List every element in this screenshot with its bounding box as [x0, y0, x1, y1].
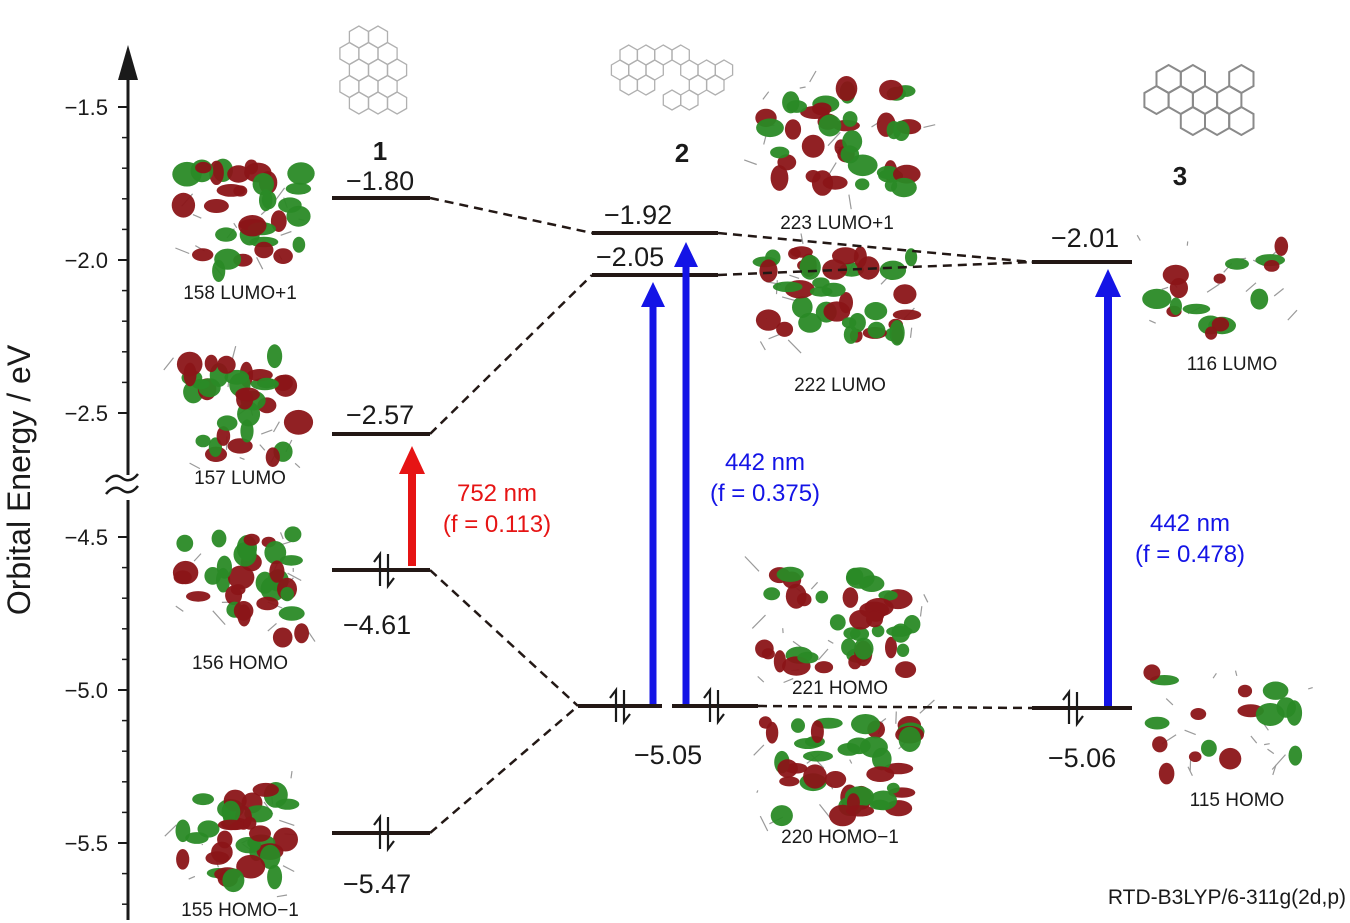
transition-arrow-2b: [674, 242, 698, 704]
orbital-lobes-image: [1143, 664, 1313, 785]
electron-pair-icon: [373, 550, 395, 590]
orbital-label: 157 LUMO: [194, 468, 286, 489]
tick-label: −1.5: [65, 95, 108, 120]
y-axis: −1.5 −2.0 −2.5 −4.5 −5.0 −5.5 Orbital En…: [1, 45, 139, 920]
orbital-label: 156 HOMO: [192, 653, 288, 674]
electron-pair-icon: [703, 686, 725, 726]
orbital-label: 155 HOMO−1: [181, 900, 299, 921]
level-value: −4.61: [343, 610, 411, 640]
orbital-lobes-image: [753, 699, 935, 832]
tick-label: −5.0: [65, 678, 108, 703]
orbital-label: 223 LUMO+1: [780, 213, 894, 234]
y-axis-title: Orbital Energy / eV: [1, 344, 37, 615]
transition-arrow-2a: [641, 282, 665, 704]
level-value: −2.57: [346, 400, 414, 430]
transition-1-oscillator: (f = 0.113): [443, 511, 551, 538]
tick-label: −2.5: [65, 401, 108, 426]
transition-arrow-3: [1095, 269, 1121, 706]
electron-pair-icon: [1062, 688, 1084, 728]
orbital-label: 158 LUMO+1: [183, 283, 297, 304]
electron-pair-icon: [609, 686, 631, 726]
orbital-label: 220 HOMO−1: [781, 827, 899, 848]
axis-break-mark: [105, 473, 139, 495]
compound-1-label: 1: [373, 136, 387, 166]
orbital-lobes-image: [744, 556, 929, 684]
transition-3-oscillator: (f = 0.478): [1135, 541, 1245, 568]
tick-label: −2.0: [65, 248, 108, 273]
orbital-lobes-image: [752, 233, 922, 354]
compound-2-structure-image: [610, 44, 734, 111]
energy-levels: [332, 196, 1132, 835]
correlation-lines: [429, 196, 1033, 834]
transition-2-oscillator: (f = 0.375): [710, 480, 820, 507]
orbital-label: 116 LUMO: [1187, 354, 1277, 375]
orbital-lobes-image: [743, 70, 936, 210]
electron-pair-icon: [373, 813, 395, 853]
transition-3-wavelength: 442 nm: [1150, 510, 1230, 537]
orbital-lobes-image: [164, 771, 300, 898]
level-value: −5.05: [634, 740, 702, 770]
level-value: −2.05: [596, 242, 664, 272]
electron-pair-icons: [373, 550, 1084, 853]
orbital-label: 222 LUMO: [794, 375, 886, 396]
level-value: −1.80: [346, 166, 414, 196]
level-value: −2.01: [1051, 223, 1119, 253]
orbital-label: 115 HOMO: [1190, 790, 1285, 811]
level-value: −5.47: [343, 869, 411, 899]
compound-1-structure-image: [339, 25, 408, 115]
level-value: −5.06: [1048, 743, 1116, 773]
y-axis-arrowhead: [118, 45, 138, 80]
transition-1-wavelength: 752 nm: [457, 480, 537, 507]
orbital-lobes-image: [1136, 234, 1298, 340]
tick-label: −4.5: [65, 525, 108, 550]
orbital-label: 221 HOMO: [792, 678, 888, 699]
orbital-pictures: [163, 70, 1313, 898]
orbital-lobes-image: [172, 526, 316, 648]
transition-2-wavelength: 442 nm: [725, 449, 805, 476]
tick-label: −5.5: [65, 831, 108, 856]
orbital-lobes-image: [171, 158, 315, 282]
level-value: −1.92: [604, 200, 672, 230]
compound-3-structure-image: [1143, 63, 1255, 137]
transition-arrow-1: [399, 446, 425, 566]
method-note: RTD-B3LYP/6-311g(2d,p): [1108, 886, 1346, 909]
compound-2-label: 2: [675, 138, 689, 168]
orbital-lobes-image: [163, 344, 314, 470]
compound-3-label: 3: [1173, 161, 1187, 191]
